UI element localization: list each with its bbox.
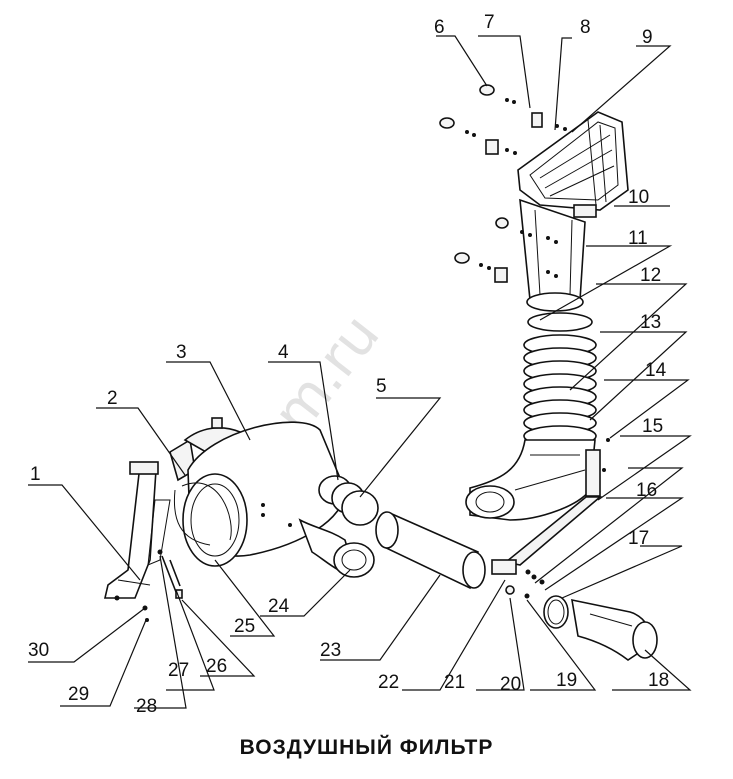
callout-29: 29 — [68, 684, 89, 705]
callout-21: 21 — [444, 672, 465, 693]
callout-26: 26 — [206, 656, 227, 677]
callout-9: 9 — [642, 27, 653, 48]
support-strap — [491, 496, 603, 599]
callout-23: 23 — [320, 640, 341, 661]
intake-head — [517, 111, 629, 218]
mounting-hardware-upper — [439, 84, 567, 155]
outlet-elbow — [543, 595, 658, 661]
filter-element — [375, 511, 486, 590]
callout-5: 5 — [376, 376, 387, 397]
callout-8: 8 — [580, 17, 591, 38]
elbow-duct — [465, 438, 610, 521]
callout-10: 10 — [628, 187, 649, 208]
callout-4: 4 — [278, 342, 289, 363]
callout-20: 20 — [500, 674, 521, 695]
callout-22: 22 — [378, 672, 399, 693]
callout-19: 19 — [556, 670, 577, 691]
bracket — [103, 461, 171, 622]
callout-17: 17 — [628, 528, 649, 549]
intake-pipe — [454, 198, 586, 312]
clamp-and-studs — [157, 549, 183, 599]
callout-7: 7 — [484, 12, 495, 33]
callout-3: 3 — [176, 342, 187, 363]
callout-2: 2 — [107, 388, 118, 409]
bellows-hose — [523, 312, 597, 447]
callout-30: 30 — [28, 640, 49, 661]
callout-1: 1 — [30, 464, 41, 485]
callout-27: 27 — [168, 660, 189, 681]
callout-18: 18 — [648, 670, 669, 691]
callout-numbers: 1 2 3 4 5 6 7 8 9 10 11 12 13 14 15 16 1… — [28, 12, 669, 717]
callout-13: 13 — [640, 312, 661, 333]
callout-16: 16 — [636, 480, 657, 501]
outlet-hose — [298, 518, 375, 578]
callout-11: 11 — [628, 228, 648, 249]
callout-28: 28 — [136, 696, 157, 717]
callout-12: 12 — [640, 265, 661, 286]
diagram-caption: ВОЗДУШНЫЙ ФИЛЬТР — [239, 736, 494, 759]
inlet-hose — [318, 475, 379, 526]
leader-lines — [28, 35, 692, 709]
callout-6: 6 — [434, 17, 445, 38]
callout-24: 24 — [268, 596, 290, 617]
callout-14: 14 — [645, 360, 667, 381]
callout-25: 25 — [234, 616, 255, 637]
callout-15: 15 — [642, 416, 663, 437]
